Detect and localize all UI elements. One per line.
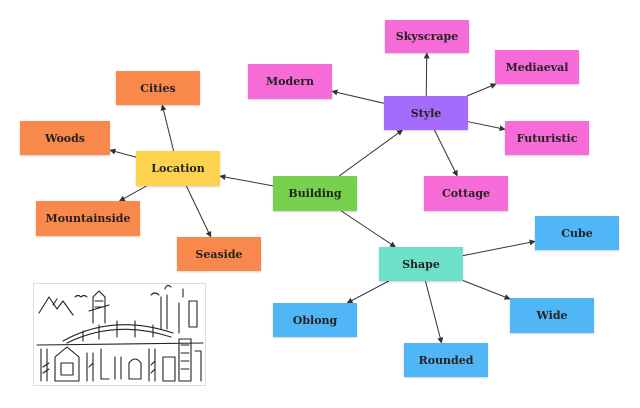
building-sketch-image[interactable] — [33, 283, 206, 386]
node-modern[interactable]: Modern — [248, 64, 332, 99]
node-futuristic[interactable]: Futuristic — [505, 121, 589, 155]
node-mediaeval[interactable]: Mediaeval — [495, 50, 579, 84]
node-woods[interactable]: Woods — [20, 121, 110, 155]
edge-shape-cube — [462, 239, 536, 257]
node-oblong[interactable]: Oblong — [273, 303, 357, 337]
node-skyscrape[interactable]: Skyscrape — [385, 20, 469, 53]
edge-location-seaside — [185, 185, 212, 238]
edge-shape-oblong — [346, 280, 390, 304]
edge-style-skyscrape — [423, 52, 430, 97]
node-location[interactable]: Location — [136, 151, 220, 186]
node-cube[interactable]: Cube — [535, 216, 619, 250]
edge-building-style — [338, 129, 404, 177]
edge-location-mountainside — [118, 185, 147, 202]
node-building[interactable]: Building — [273, 176, 357, 211]
edge-style-modern — [331, 89, 385, 104]
node-style[interactable]: Style — [384, 96, 468, 130]
edge-style-mediaeval — [466, 83, 497, 97]
edge-shape-wide — [462, 280, 511, 300]
node-shape[interactable]: Shape — [379, 247, 463, 281]
node-mountainside[interactable]: Mountainside — [36, 201, 140, 236]
edge-building-location — [219, 174, 274, 187]
node-wide[interactable]: Wide — [510, 298, 594, 333]
node-rounded[interactable]: Rounded — [404, 343, 488, 377]
edge-style-futuristic — [467, 121, 506, 132]
node-cottage[interactable]: Cottage — [424, 176, 508, 211]
edge-style-cottage — [433, 129, 458, 177]
edge-location-cities — [160, 104, 175, 152]
edge-shape-rounded — [424, 280, 444, 344]
node-cities[interactable]: Cities — [116, 71, 200, 105]
edge-location-woods — [109, 148, 137, 158]
edge-building-shape — [341, 210, 396, 248]
node-seaside[interactable]: Seaside — [177, 237, 261, 271]
